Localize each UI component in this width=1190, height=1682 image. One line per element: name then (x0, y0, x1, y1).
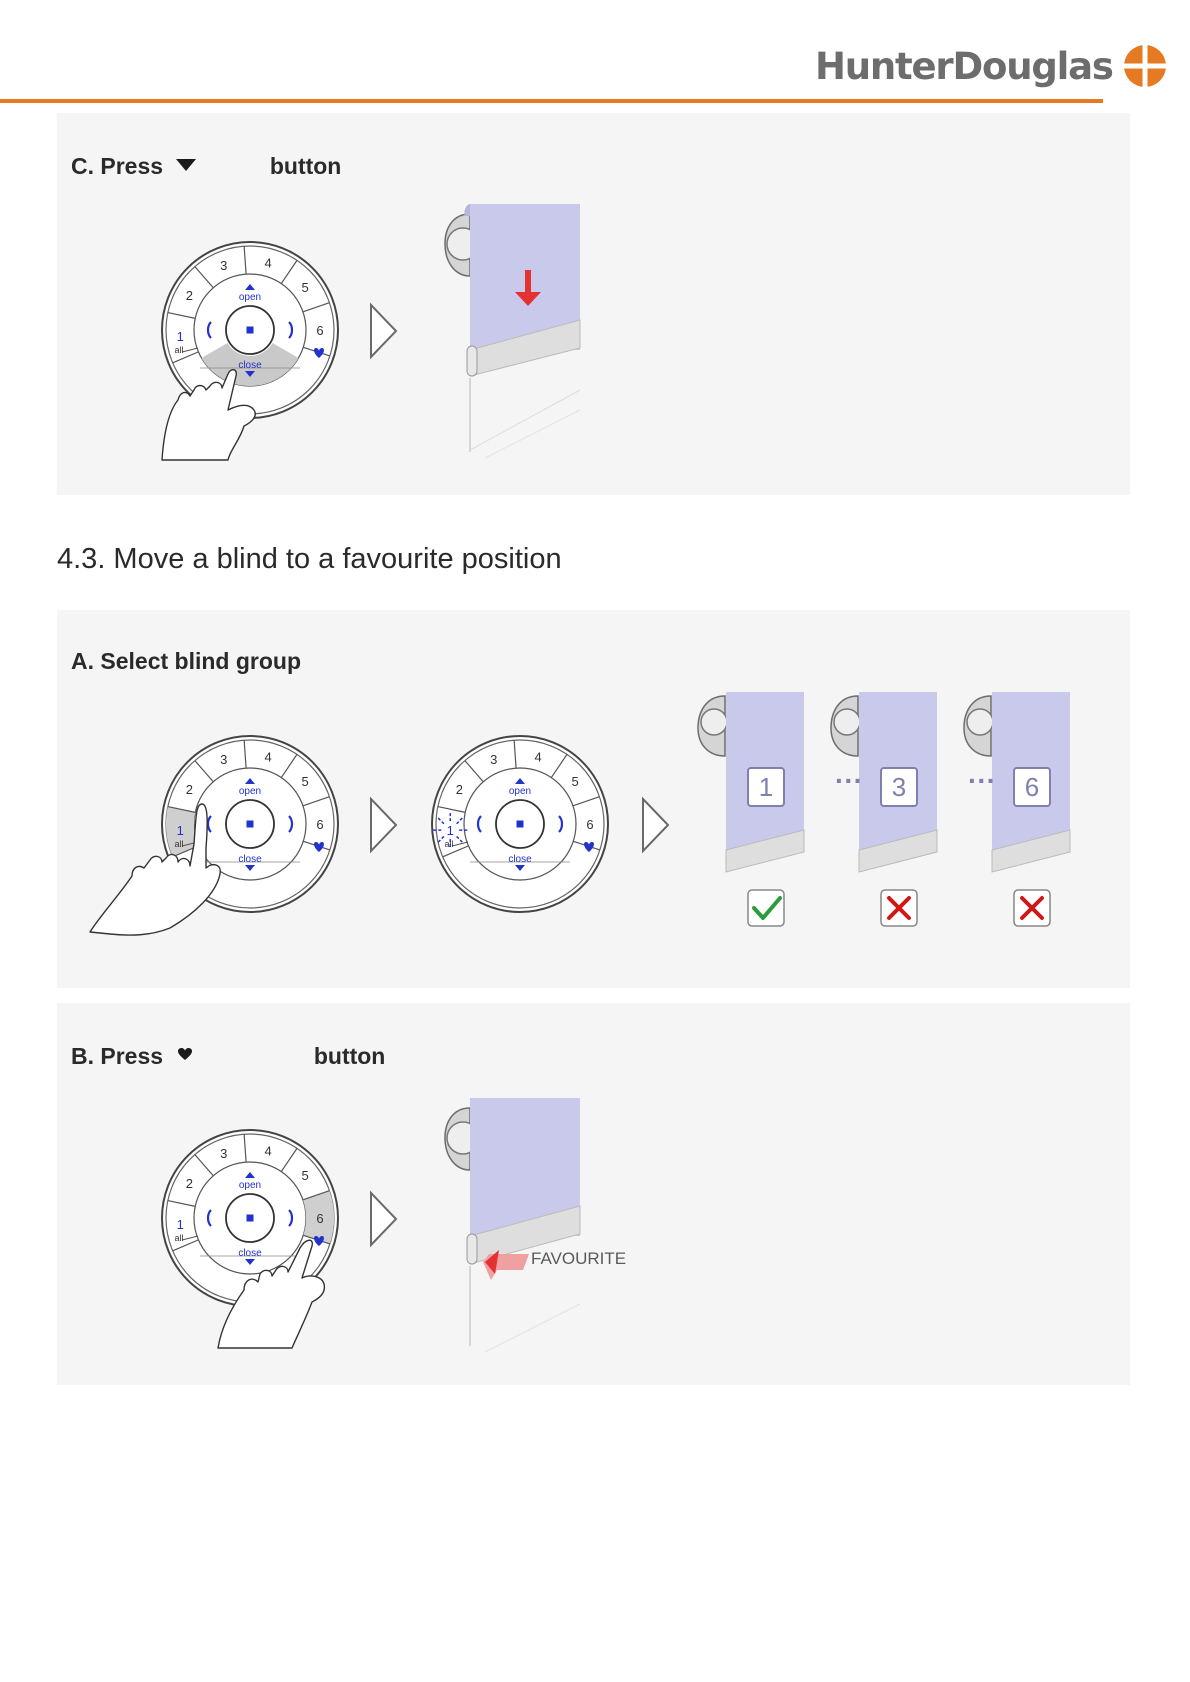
remote-number-label: 5 (572, 774, 579, 789)
heart-icon (177, 1047, 193, 1061)
blind-tiles: 1 3 6 ··· ··· (690, 690, 1110, 952)
remote-number-label: 2 (186, 782, 193, 797)
header-rule (0, 99, 1103, 103)
remote-number-label: 3 (220, 258, 227, 273)
step-c-button-word: button (270, 153, 342, 179)
next-arrow-icon (369, 797, 399, 853)
remote-number-label: 1 (177, 823, 184, 838)
remote-open-label: open (239, 1180, 261, 1191)
remote-close-label: close (508, 854, 532, 865)
step-b-label: B. Press (71, 1043, 163, 1069)
brand-logo: HunterDouglas (815, 42, 1167, 90)
remote-number-label: 1 (177, 1217, 184, 1232)
blind-number-label: 6 (1025, 772, 1039, 802)
blind-tile: 3 (831, 692, 937, 926)
remote-illustration-a2: 2 3 4 5 6 all open close 1 (420, 724, 620, 954)
remote-number-label: 6 (586, 817, 593, 832)
remote-illustration-c: 1 2 3 4 5 6 all open close (150, 230, 350, 460)
remote-illustration-a1: 1 2 3 4 5 6 all open close (150, 724, 350, 954)
remote-number-label: 4 (265, 1143, 272, 1158)
blind-tile: 1 (698, 692, 804, 926)
triangle-down-icon (175, 158, 197, 172)
next-arrow-icon (369, 1191, 399, 1247)
favourite-label: FAVOURITE (531, 1249, 626, 1268)
blind-closing-illustration (425, 200, 585, 460)
remote-all-label: all (174, 839, 183, 849)
blind-favourite-illustration: FAVOURITE (425, 1094, 655, 1354)
remote-open-label: open (509, 786, 531, 797)
step-b-button-word: button (314, 1043, 386, 1069)
remote-number-label: 1 (177, 329, 184, 344)
remote-all-label: all (174, 1233, 183, 1243)
remote-number-label: 6 (316, 1211, 323, 1226)
remote-close-label: close (238, 854, 262, 865)
blind-number-label: 3 (892, 772, 906, 802)
step-c-label: C. Press (71, 153, 163, 179)
remote-number-label: 3 (220, 752, 227, 767)
remote-number-label: 4 (265, 255, 272, 270)
remote-open-label: open (239, 786, 261, 797)
remote-all-label: all (444, 839, 453, 849)
svg-text:1: 1 (447, 823, 454, 838)
ellipsis-label: ··· (968, 765, 996, 796)
remote-number-label: 3 (220, 1146, 227, 1161)
remote-number-label: 4 (535, 749, 542, 764)
remote-number-label: 2 (186, 1176, 193, 1191)
step-c-title: C. Press button (71, 153, 341, 180)
remote-number-label: 4 (265, 749, 272, 764)
remote-number-label: 2 (186, 288, 193, 303)
next-arrow-icon (369, 303, 399, 359)
step-a-title: A. Select blind group (71, 648, 301, 675)
remote-all-label: all (174, 345, 183, 355)
step-b-title: B. Press button (71, 1043, 385, 1070)
remote-number-label: 6 (316, 817, 323, 832)
remote-number-label: 2 (456, 782, 463, 797)
blind-tile: 6 (964, 692, 1070, 926)
remote-open-label: open (239, 292, 261, 303)
next-arrow-icon (641, 797, 671, 853)
remote-illustration-b: 1 2 3 4 5 6 all open close (150, 1118, 350, 1348)
ellipsis-label: ··· (835, 765, 863, 796)
remote-number-label: 5 (302, 774, 309, 789)
remote-number-label: 3 (490, 752, 497, 767)
remote-close-label: close (238, 1248, 262, 1259)
brand-emblem-icon (1123, 44, 1167, 88)
remote-number-label: 5 (302, 1168, 309, 1183)
brand-name: HunterDouglas (815, 45, 1113, 88)
remote-close-label: close (238, 360, 262, 371)
remote-number-label: 6 (316, 323, 323, 338)
blind-number-label: 1 (759, 772, 773, 802)
remote-number-label: 5 (302, 280, 309, 295)
section-title: 4.3. Move a blind to a favourite positio… (57, 543, 562, 576)
